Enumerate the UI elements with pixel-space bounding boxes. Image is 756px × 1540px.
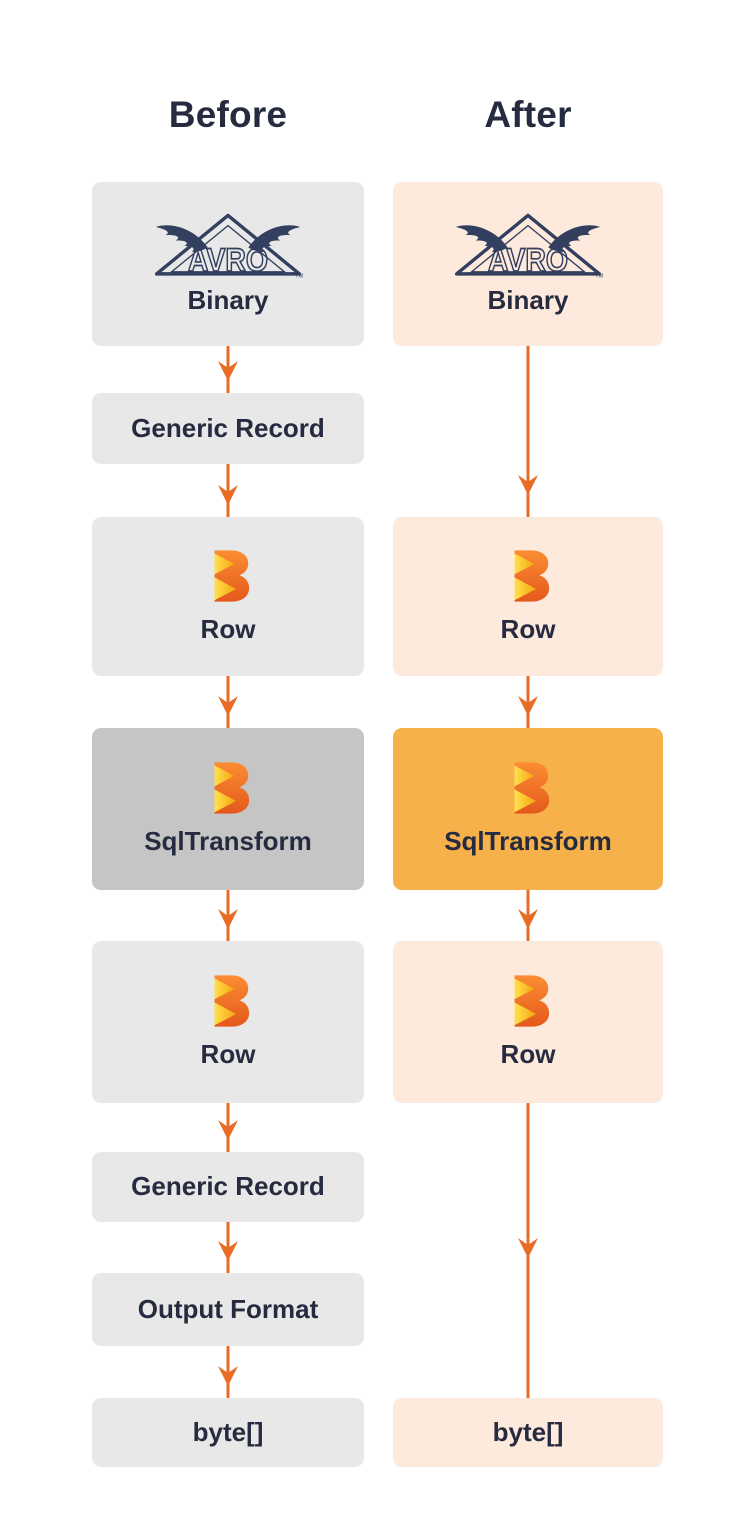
- beam-logo-icon: [201, 974, 255, 1028]
- node-label: byte[]: [492, 1416, 564, 1447]
- beam-logo-icon: [201, 761, 255, 815]
- node-label: SqlTransform: [444, 826, 612, 857]
- node-row-before-1: Row: [92, 517, 364, 676]
- node-label: Binary: [487, 285, 569, 316]
- node-label: Row: [200, 1039, 256, 1070]
- flow-arrow-icon: [218, 1346, 238, 1398]
- node-output-format-before: Output Format: [92, 1273, 364, 1346]
- node-row-before-2: Row: [92, 941, 364, 1103]
- flow-arrow-icon: [218, 1222, 238, 1273]
- beam-logo-icon: [501, 974, 555, 1028]
- node-bytes-after: byte[]: [393, 1398, 663, 1467]
- node-row-after-2: Row: [393, 941, 663, 1103]
- flow-arrow-long-icon: [518, 1103, 538, 1398]
- after-heading: After: [484, 94, 572, 135]
- avro-logo-icon: [153, 212, 303, 280]
- node-binary-before: Binary: [92, 182, 364, 346]
- flow-arrow-icon: [218, 464, 238, 517]
- node-label: Output Format: [137, 1293, 319, 1324]
- node-sqltransform-after: SqlTransform: [393, 728, 663, 890]
- node-label: SqlTransform: [144, 826, 312, 857]
- before-heading: Before: [168, 94, 288, 135]
- node-label: Generic Record: [131, 1171, 325, 1202]
- avro-logo-icon: [453, 212, 603, 280]
- node-binary-after: Binary: [393, 182, 663, 346]
- flow-arrow-icon: [218, 346, 238, 393]
- node-label: Binary: [187, 285, 269, 316]
- flow-arrow-icon: [518, 676, 538, 728]
- node-label: Row: [200, 613, 256, 644]
- beam-logo-icon: [501, 549, 555, 603]
- flow-arrow-icon: [218, 676, 238, 728]
- node-label: byte[]: [192, 1416, 264, 1447]
- flow-arrow-icon: [218, 890, 238, 941]
- node-bytes-before: byte[]: [92, 1398, 364, 1467]
- flow-arrow-icon: [218, 1103, 238, 1152]
- beam-logo-icon: [201, 549, 255, 603]
- node-sqltransform-before: SqlTransform: [92, 728, 364, 890]
- beam-logo-icon: [501, 761, 555, 815]
- node-row-after-1: Row: [393, 517, 663, 676]
- flow-arrow-icon: [518, 890, 538, 941]
- node-label: Row: [500, 613, 556, 644]
- node-label: Generic Record: [131, 412, 325, 443]
- node-generic-record-before-1: Generic Record: [92, 393, 364, 464]
- node-generic-record-before-2: Generic Record: [92, 1152, 364, 1222]
- flow-arrow-long-icon: [518, 346, 538, 517]
- node-label: Row: [500, 1039, 556, 1070]
